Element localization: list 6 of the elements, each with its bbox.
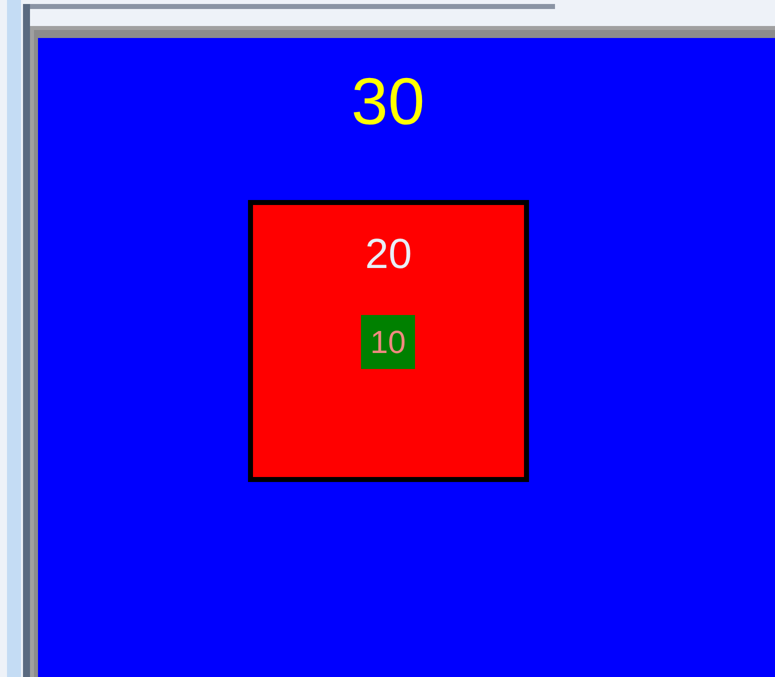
innermost-box bbox=[361, 315, 415, 369]
panel bbox=[38, 38, 775, 677]
number-label: 20 bbox=[364, 233, 413, 275]
number-label: 10 bbox=[369, 326, 407, 358]
number-label: 30 bbox=[350, 68, 426, 134]
inner-box bbox=[248, 200, 529, 482]
